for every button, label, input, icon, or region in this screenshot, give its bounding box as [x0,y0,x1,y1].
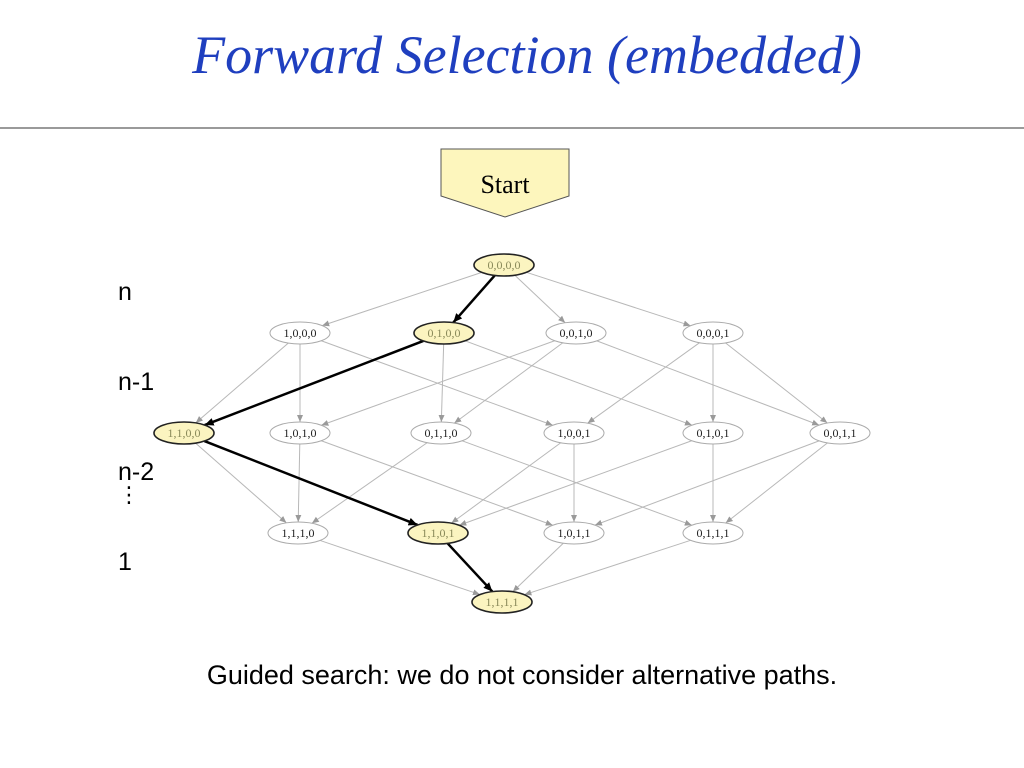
lattice-node-label: 1,0,1,0 [284,426,317,440]
lattice-node-ellipse [543,421,605,445]
lattice-node: 0,1,0,1 [682,421,744,445]
lattice-node-ellipse [471,590,533,614]
title-divider [0,127,1024,129]
lattice-edge [313,435,553,526]
lattice-node-label: 1,1,0,0 [168,426,201,440]
caption: Guided search: we do not consider altern… [206,660,838,690]
lattice-node-label: 0,1,1,0 [425,426,458,440]
level-label-n-1: n-1 [118,368,155,396]
lattice-edge [725,436,835,524]
lattice-node: 0,0,1,0 [545,321,607,345]
lattice-node-ellipse [809,421,871,445]
lattice-node-ellipse [407,521,469,545]
lattice-edge [311,436,435,524]
lattice-edge [718,336,828,424]
lattice-edge [322,267,490,327]
lattice-edge [454,336,571,424]
selection-path-edge [452,274,496,324]
lattice-edge [451,436,569,524]
lattice-node-label: 1,1,0,1 [422,526,455,540]
lattice-node: 0,1,0,0 [413,321,475,345]
lattice-edge [589,335,820,426]
lattice-node: 1,1,0,0 [153,421,215,445]
lattice-node-label: 0,1,0,1 [697,426,730,440]
lattice-node-label: 1,0,1,1 [558,526,591,540]
lattice-edge [195,336,296,424]
lattice-edge [312,535,481,596]
lattice-node-label: 0,0,0,0 [488,258,521,272]
start-arrow-shape [440,148,570,218]
lattice-node-ellipse [682,421,744,445]
start-marker: Start [440,148,570,218]
lattice-node-label: 0,0,1,1 [824,426,857,440]
lattice-node-label: 0,0,0,1 [697,326,730,340]
slide-title: Forward Selection (embedded) [192,25,862,85]
lattice-node-ellipse [153,421,215,445]
lattice-node-label: 0,1,0,0 [428,326,461,340]
lattice-node-ellipse [269,321,331,345]
lattice-edge [524,535,699,596]
lattice-edge [457,335,693,426]
level-label-n: n [118,278,132,306]
lattice-node: 0,1,1,0 [410,421,472,445]
lattice-node-label: 1,1,1,1 [486,595,519,609]
lattice-edge [594,435,827,526]
lattice-edge [438,336,447,423]
lattice-node: 0,0,1,1 [809,421,871,445]
lattice-node-label: 0,0,1,0 [560,326,593,340]
lattice-node-ellipse [269,421,331,445]
selection-path-edge [203,439,419,527]
lattice-node: 1,0,1,0 [269,421,331,445]
lattice-node-label: 0,1,1,1 [697,526,730,540]
lattice-edge [295,436,303,523]
lattice-node-ellipse [682,521,744,545]
lattice-node-ellipse [545,321,607,345]
lattice-node-ellipse [543,521,605,545]
selection-path-edge [204,339,424,427]
lattice-node-ellipse [473,253,535,277]
lattice-node-ellipse [413,321,475,345]
lattice-node: 1,1,1,0 [267,521,329,545]
lattice-node-ellipse [682,321,744,345]
lattice-node: 1,0,0,1 [543,421,605,445]
level-label-n-2: n-2 [118,458,155,486]
lattice-node-label: 1,1,1,0 [282,526,315,540]
lattice-node-label: 1,0,0,1 [558,426,591,440]
lattice-edge [587,336,707,424]
lattice-node: 1,0,1,1 [543,521,605,545]
lattice-node: 0,0,0,0 [473,253,535,277]
lattice-node: 0,0,0,1 [682,321,744,345]
lattice-edge [188,436,287,524]
lattice-node: 1,1,1,1 [471,590,533,614]
start-label: Start [480,170,530,199]
lattice-node: 1,0,0,0 [269,321,331,345]
lattice-node: 1,1,0,1 [407,521,469,545]
lattice-node-ellipse [267,521,329,545]
lattice-node-label: 1,0,0,0 [284,326,317,340]
lattice-edge [518,267,691,327]
lattice-node: 0,1,1,1 [682,521,744,545]
level-label-1: 1 [118,548,132,576]
selection-path-edge [446,542,494,593]
lattice-node-ellipse [410,421,472,445]
